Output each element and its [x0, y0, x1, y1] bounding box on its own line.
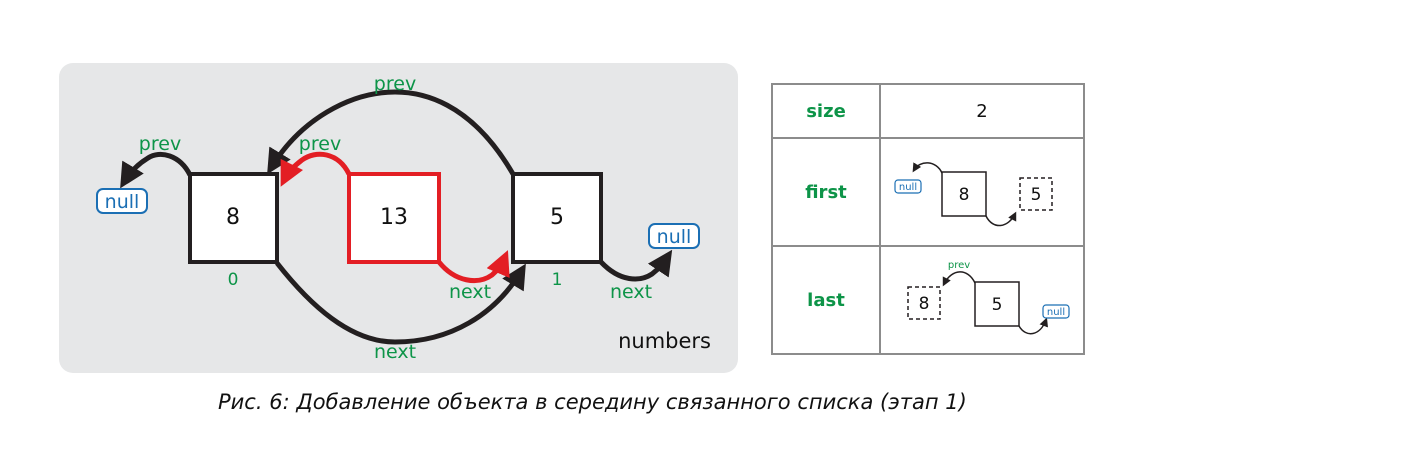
- label-prev-new: prev: [299, 133, 341, 155]
- last-mini-node: 5: [992, 295, 1003, 315]
- null-right-box: [648, 223, 700, 249]
- figure-caption: Рис. 6: Добавление объекта в середину св…: [218, 390, 967, 414]
- table-size-value: 2: [976, 101, 987, 122]
- label-next-new: next: [449, 281, 491, 303]
- last-mini-null: null: [1047, 307, 1065, 318]
- label-prev-left: prev: [139, 133, 181, 155]
- node-5-index: 1: [552, 270, 563, 290]
- label-prev-top: prev: [374, 73, 416, 95]
- node-5-box: [511, 172, 603, 264]
- next-arrow-8-to-5: [275, 261, 526, 345]
- last-mini-diagram: [907, 271, 1070, 335]
- node-8-index: 0: [228, 270, 239, 290]
- label-next-bottom: next: [374, 341, 416, 363]
- null-left-box: [96, 188, 148, 214]
- last-mini-prev: prev: [948, 260, 970, 271]
- first-mini-node: 8: [959, 185, 970, 205]
- node-13-box: [347, 172, 441, 264]
- node-13-value: 13: [380, 205, 408, 230]
- prev-arrow-13-to-8: [280, 151, 352, 187]
- last-mini-neighbor: 8: [919, 294, 930, 314]
- table-size-key: size: [806, 101, 846, 122]
- node-8-value: 8: [226, 205, 240, 230]
- null-left-text: null: [105, 191, 140, 213]
- node-5-value: 5: [550, 205, 564, 230]
- first-mini-diagram: [894, 162, 1053, 227]
- first-mini-neighbor: 5: [1031, 185, 1042, 205]
- first-mini-null: null: [899, 182, 917, 193]
- next-arrow-13-to-5: [437, 250, 510, 284]
- label-next-right: next: [610, 281, 652, 303]
- table-first-key: first: [805, 182, 847, 203]
- node-8-box: [188, 172, 279, 264]
- prev-arrow-5-to-8: [267, 89, 516, 176]
- prev-arrow-8-to-null: [120, 151, 193, 189]
- list-name: numbers: [618, 329, 711, 353]
- null-right-text: null: [657, 226, 692, 248]
- next-arrow-5-to-null: [599, 249, 673, 282]
- table-last-key: last: [807, 290, 845, 311]
